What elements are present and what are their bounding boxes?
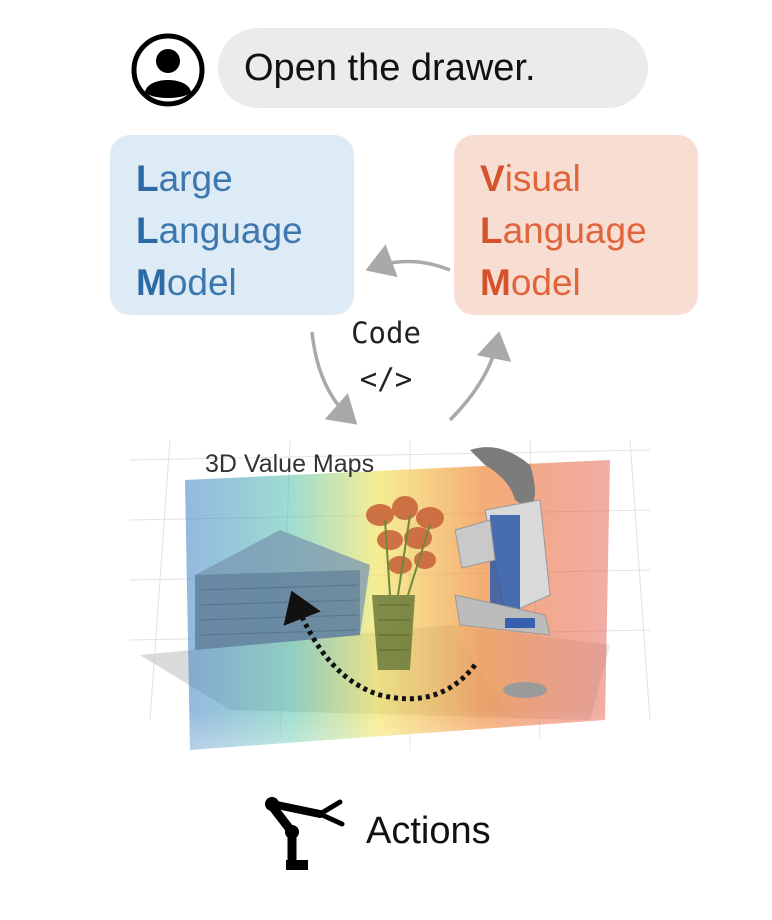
vase-flowers bbox=[366, 496, 444, 670]
llm-rest-1: arge bbox=[158, 158, 233, 199]
llm-cap-1: L bbox=[136, 158, 159, 199]
code-text: Code bbox=[351, 316, 421, 350]
vlm-line-2: Language bbox=[480, 205, 698, 257]
prompt-bubble: Open the drawer. bbox=[218, 28, 648, 108]
vlm-rest-2: anguage bbox=[502, 210, 647, 251]
llm-line-2: Language bbox=[136, 205, 354, 257]
value-map-label: 3D Value Maps bbox=[205, 450, 375, 478]
prompt-text: Open the drawer. bbox=[244, 46, 536, 89]
vlm-box: Visual Language Model bbox=[454, 135, 698, 315]
robot-arm-icon bbox=[265, 797, 345, 870]
vlm-line-3: Model bbox=[480, 257, 698, 309]
vlm-cap-3: M bbox=[480, 262, 511, 303]
motion-arrow bbox=[283, 590, 477, 702]
value-map-scene bbox=[110, 439, 670, 780]
robot-arm bbox=[454, 447, 551, 698]
llm-rest-3: odel bbox=[166, 262, 237, 303]
vlm-cap-1: V bbox=[480, 158, 505, 199]
llm-cap-3: M bbox=[136, 262, 167, 303]
actions-label: Actions bbox=[366, 810, 491, 852]
llm-line-3: Model bbox=[136, 257, 354, 309]
user-icon bbox=[131, 33, 205, 107]
llm-rest-2: anguage bbox=[158, 210, 303, 251]
drawer bbox=[195, 530, 370, 650]
llm-to-scene-arrow bbox=[310, 331, 358, 425]
vlm-cap-2: L bbox=[480, 210, 503, 251]
vlm-to-llm-arrow bbox=[365, 244, 451, 278]
llm-box: Large Language Model bbox=[110, 135, 354, 315]
vlm-rest-3: odel bbox=[510, 262, 581, 303]
llm-cap-2: L bbox=[136, 210, 159, 251]
user-avatar bbox=[130, 32, 206, 108]
code-label: Code </> bbox=[316, 310, 456, 402]
llm-line-1: Large bbox=[136, 153, 354, 205]
vlm-line-1: Visual bbox=[480, 153, 698, 205]
scene-to-vlm-arrow bbox=[448, 331, 512, 422]
vlm-rest-1: isual bbox=[504, 158, 581, 199]
code-symbol: </> bbox=[359, 362, 413, 396]
